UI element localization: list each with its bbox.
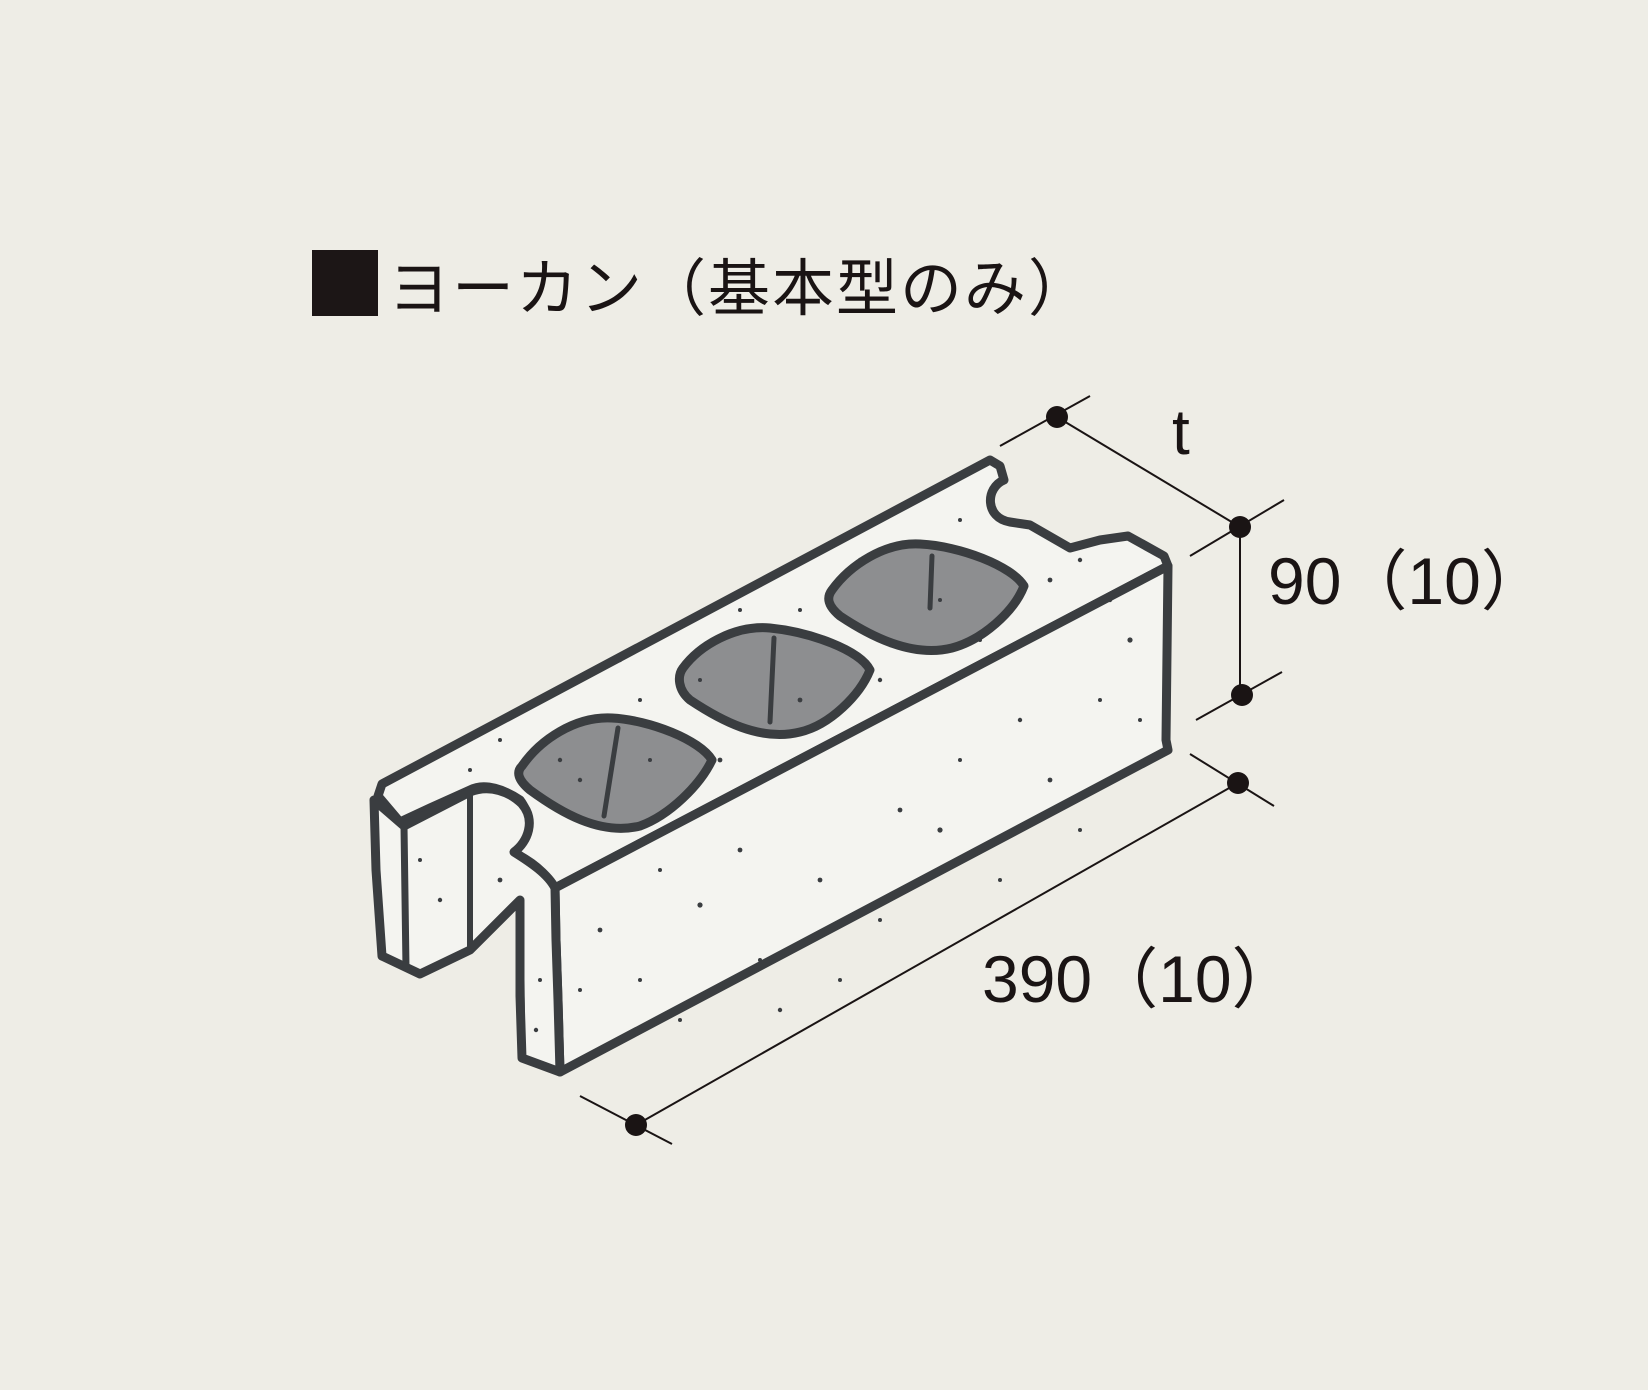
length-dimension-line	[635, 782, 1239, 1126]
thickness-dimension-line	[1056, 416, 1241, 528]
title-text: ヨーカン（基本型のみ）	[388, 252, 1093, 325]
hollow-core-3	[824, 539, 1029, 655]
black-square-icon	[312, 250, 378, 316]
concrete-block	[369, 455, 1173, 1077]
hollow-core-1	[514, 713, 717, 833]
page-title: ヨーカン（基本型のみ）	[312, 238, 1092, 328]
concrete-speckles	[418, 518, 1142, 1043]
height-label: 90（10）	[1268, 544, 1547, 618]
hollow-core-2	[674, 623, 875, 739]
thickness-label: t	[1172, 396, 1190, 468]
length-label: 390（10）	[982, 942, 1298, 1016]
dimension-endpoints	[625, 406, 1253, 1136]
